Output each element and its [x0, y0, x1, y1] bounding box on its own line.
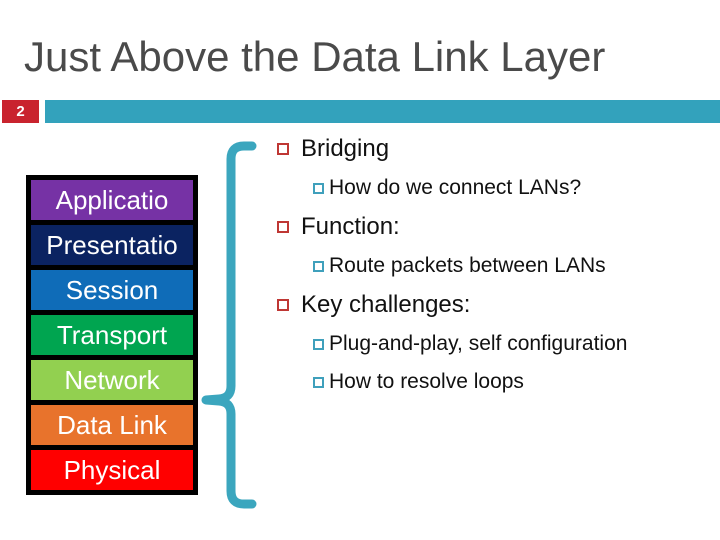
- red-square-bullet-icon: [277, 143, 289, 155]
- teal-square-bullet-icon: [313, 376, 324, 388]
- red-square-bullet-icon: [277, 221, 289, 233]
- bullet-item-key-challenges: Key challenges:: [270, 285, 715, 325]
- layer-session: Session: [31, 270, 193, 310]
- osi-layer-stack: Applicatio Presentatio Session Transport…: [26, 175, 198, 495]
- layer-network: Network: [31, 360, 193, 400]
- layer-data-link: Data Link: [31, 405, 193, 445]
- bullet-text: Plug-and-play, self configuration: [329, 332, 628, 355]
- bullet-text: How to resolve loops: [329, 370, 524, 393]
- layer-presentation: Presentatio: [31, 225, 193, 265]
- red-square-bullet-icon: [277, 299, 289, 311]
- slide-title: Just Above the Data Link Layer: [24, 33, 606, 80]
- bullet-text: How do we connect LANs?: [329, 176, 582, 199]
- bullet-item-resolve-loops: How to resolve loops: [270, 363, 715, 401]
- slide-number-badge: 2: [2, 100, 39, 123]
- teal-square-bullet-icon: [313, 338, 324, 350]
- curly-brace-path: [201, 141, 257, 509]
- bullet-text: Bridging: [301, 135, 390, 162]
- bullet-item-route-packets: Route packets between LANs: [270, 247, 715, 285]
- title-rule-bar: [45, 100, 720, 123]
- bullet-item-bridging: Bridging: [270, 129, 715, 169]
- bullet-text: Route packets between LANs: [329, 254, 606, 277]
- bullet-text: Function:: [301, 213, 400, 240]
- teal-square-bullet-icon: [313, 182, 324, 194]
- bullet-item-connect-lans: How do we connect LANs?: [270, 169, 715, 207]
- bullet-text: Key challenges:: [301, 291, 471, 318]
- bullet-item-plug-and-play: Plug-and-play, self configuration: [270, 325, 715, 363]
- layer-application: Applicatio: [31, 180, 193, 220]
- layer-transport: Transport: [31, 315, 193, 355]
- layer-physical: Physical: [31, 450, 193, 490]
- bullet-item-function: Function:: [270, 207, 715, 247]
- teal-square-bullet-icon: [313, 260, 324, 272]
- bullet-list: Bridging How do we connect LANs? Functio…: [270, 129, 715, 401]
